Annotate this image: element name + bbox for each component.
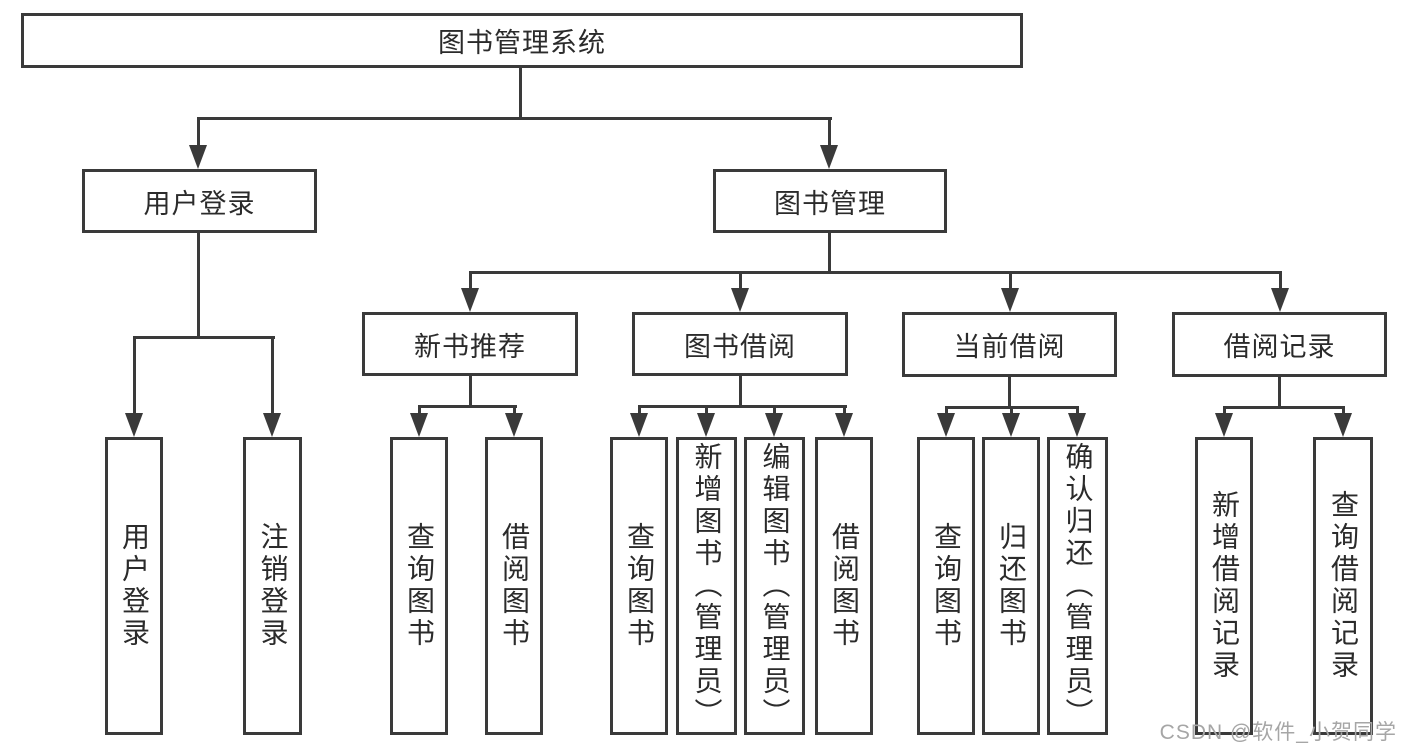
leaf-return-book: 归还图书	[982, 437, 1040, 735]
leaf-query-borrow-record: 查询借阅记录	[1313, 437, 1373, 735]
leaf-confirm-return-admin: 确认归还（管理员）	[1047, 437, 1108, 735]
leaf-logout: 注销登录	[243, 437, 302, 735]
node-root-library-management-system: 图书管理系统	[21, 13, 1023, 68]
leaf-add-book-admin: 新增图书（管理员）	[676, 437, 737, 735]
connector-line	[133, 336, 275, 339]
connector-line	[197, 117, 832, 120]
arrow-down-icon	[189, 117, 207, 169]
arrow-down-icon	[410, 405, 428, 437]
connector-line	[469, 376, 472, 407]
connector-line	[418, 405, 517, 408]
arrow-down-icon	[1002, 406, 1020, 437]
connector-line	[1278, 377, 1281, 408]
arrow-down-icon	[697, 405, 715, 437]
leaf-borrow-books-borrowing: 借阅图书	[815, 437, 873, 735]
connector-line	[828, 233, 831, 273]
csdn-watermark: CSDN @软件_小贺同学	[1159, 721, 1397, 744]
node-current-borrowing: 当前借阅	[902, 312, 1117, 377]
arrow-down-icon	[1271, 271, 1289, 312]
connector-line	[1008, 377, 1011, 408]
arrow-down-icon	[263, 336, 281, 437]
arrow-down-icon	[461, 271, 479, 312]
connector-line	[469, 271, 1282, 274]
leaf-query-books-borrowing: 查询图书	[610, 437, 668, 735]
connector-line	[739, 376, 742, 407]
connector-line	[638, 405, 847, 408]
leaf-add-borrow-record: 新增借阅记录	[1195, 437, 1253, 735]
arrow-down-icon	[125, 336, 143, 437]
arrow-down-icon	[731, 271, 749, 312]
node-book-borrowing: 图书借阅	[632, 312, 848, 376]
arrow-down-icon	[937, 406, 955, 437]
arrow-down-icon	[765, 405, 783, 437]
leaf-edit-book-admin: 编辑图书（管理员）	[744, 437, 805, 735]
node-book-management-branch: 图书管理	[713, 169, 947, 233]
connector-line	[197, 233, 200, 338]
connector-line	[1223, 406, 1345, 409]
arrow-down-icon	[1334, 406, 1352, 437]
leaf-query-books-recommend: 查询图书	[390, 437, 448, 735]
connector-line	[519, 68, 522, 119]
arrow-down-icon	[1068, 406, 1086, 437]
leaf-query-books-current: 查询图书	[917, 437, 975, 735]
arrow-down-icon	[835, 405, 853, 437]
arrow-down-icon	[505, 405, 523, 437]
node-borrowing-records: 借阅记录	[1172, 312, 1387, 377]
node-new-book-recommendation: 新书推荐	[362, 312, 578, 376]
arrow-down-icon	[1001, 271, 1019, 312]
arrow-down-icon	[1215, 406, 1233, 437]
arrow-down-icon	[820, 117, 838, 169]
leaf-user-login: 用户登录	[105, 437, 163, 735]
leaf-borrow-books-recommend: 借阅图书	[485, 437, 543, 735]
arrow-down-icon	[630, 405, 648, 437]
node-user-login-branch: 用户登录	[82, 169, 317, 233]
